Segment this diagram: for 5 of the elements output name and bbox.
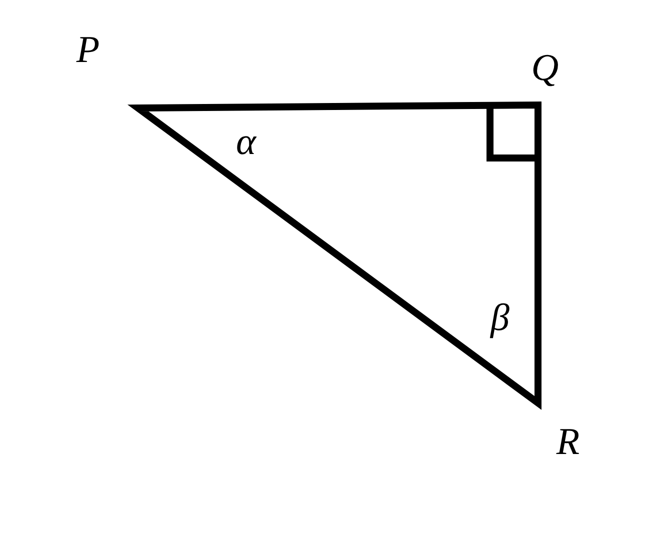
vertex-label: Q — [531, 49, 559, 87]
angle-label: α — [236, 123, 256, 161]
vertex-label: R — [556, 423, 580, 461]
vertex-label: P — [76, 31, 100, 69]
angle-label: β — [490, 299, 510, 337]
